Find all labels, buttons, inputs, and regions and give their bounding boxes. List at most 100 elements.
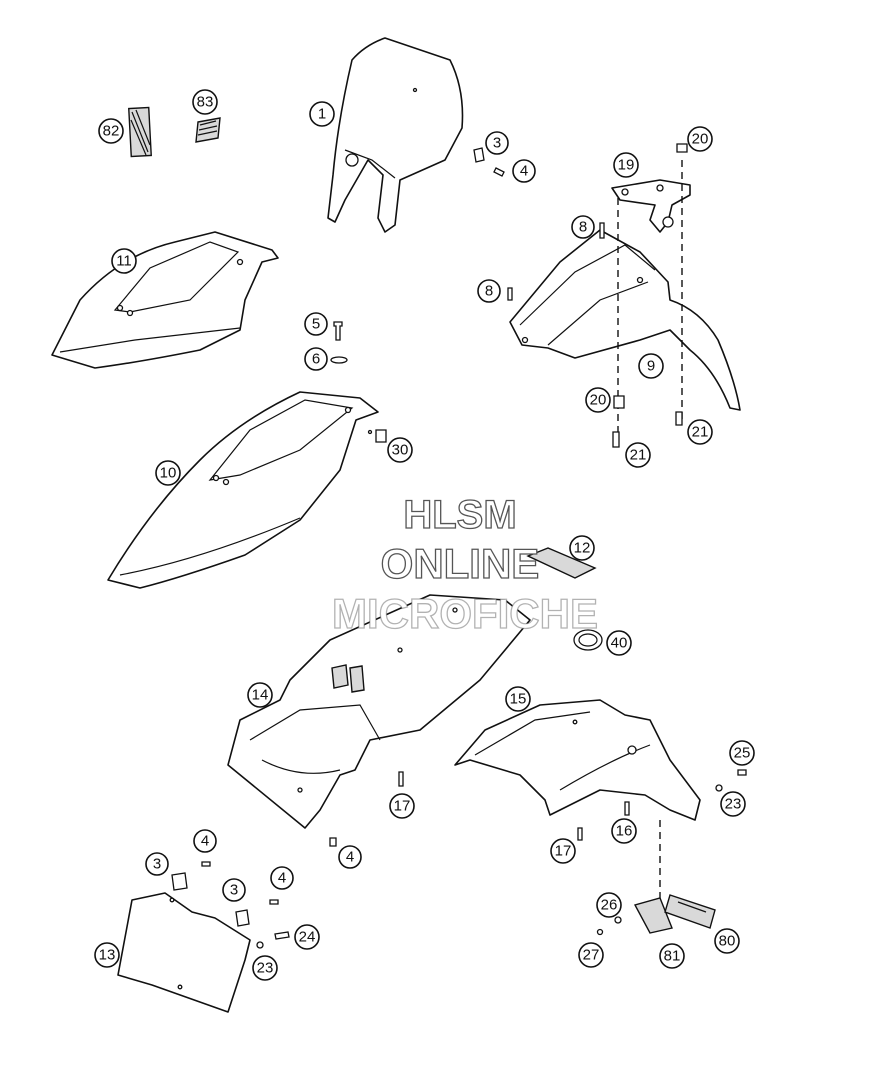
svg-text:1: 1 [318, 106, 326, 123]
part-bolt-24 [274, 931, 290, 940]
svg-text:25: 25 [734, 745, 751, 762]
part-bolt-21-right [675, 411, 683, 426]
callout-4: 4 [270, 866, 294, 890]
svg-text:4: 4 [201, 833, 209, 850]
part-screw-8-a [599, 222, 605, 239]
svg-text:23: 23 [257, 960, 274, 977]
svg-text:17: 17 [394, 798, 411, 815]
callout-3: 3 [222, 878, 246, 902]
part-screw-4-mid [329, 837, 337, 847]
svg-text:27: 27 [583, 947, 600, 964]
callout-21: 21 [687, 419, 713, 445]
callout-15: 15 [505, 686, 531, 712]
callout-25: 25 [729, 740, 755, 766]
callout-13: 13 [94, 942, 120, 968]
part-nut-23-b [256, 941, 264, 949]
svg-text:8: 8 [485, 283, 493, 300]
callout-3: 3 [145, 852, 169, 876]
svg-text:26: 26 [601, 897, 618, 914]
svg-text:20: 20 [692, 131, 709, 148]
callout-3: 3 [485, 131, 509, 155]
svg-text:24: 24 [299, 929, 316, 946]
svg-text:19: 19 [618, 157, 635, 174]
part-80-reflector [664, 894, 716, 929]
callout-12: 12 [569, 535, 595, 561]
callout-4: 4 [193, 829, 217, 853]
callout-8: 8 [571, 215, 595, 239]
part-screw-17-a [398, 771, 404, 787]
callout-19: 19 [613, 152, 639, 178]
callout-1: 1 [309, 101, 335, 127]
part-screw-4-left [201, 861, 211, 867]
svg-text:23: 23 [725, 796, 742, 813]
svg-text:40: 40 [611, 635, 628, 652]
svg-text:80: 80 [719, 933, 736, 950]
part-screw-8-b [507, 287, 513, 301]
part-nut-27 [596, 928, 604, 936]
callout-4: 4 [512, 159, 536, 183]
callout-16: 16 [611, 818, 637, 844]
part-40-grommet [573, 629, 603, 651]
part-10-shroud [107, 391, 379, 589]
callout-5: 5 [304, 312, 328, 336]
callout-27: 27 [578, 942, 604, 968]
callout-30: 30 [387, 437, 413, 463]
watermark: HLSM ONLINE MICROFICHE [331, 492, 598, 637]
part-bolt-21-left [612, 431, 620, 448]
svg-text:82: 82 [103, 123, 120, 140]
svg-text:20: 20 [590, 392, 607, 409]
callout-23: 23 [252, 955, 278, 981]
callout-8: 8 [477, 279, 501, 303]
part-screw-26 [614, 916, 622, 924]
svg-text:3: 3 [153, 856, 161, 873]
part-12-sticker [526, 547, 597, 579]
part-screw-17-b [577, 827, 583, 841]
part-headlight-mask [327, 37, 464, 233]
svg-text:81: 81 [664, 948, 681, 965]
watermark-line-3: MICROFICHE [332, 590, 598, 637]
callout-83: 83 [192, 89, 218, 115]
svg-text:12: 12 [574, 540, 591, 557]
part-9-front-fender [509, 229, 741, 411]
part-bushing-20-bottom [613, 395, 625, 409]
callout-24: 24 [294, 924, 320, 950]
svg-text:3: 3 [493, 135, 501, 152]
part-30-spacer [367, 429, 387, 443]
part-screw-4-right [269, 899, 279, 905]
callout-6: 6 [304, 347, 328, 371]
svg-text:21: 21 [692, 424, 709, 441]
part-clip-3-top [473, 147, 485, 163]
callout-40: 40 [606, 630, 632, 656]
part-reflector-82 [128, 106, 152, 158]
callout-17: 17 [550, 838, 576, 864]
callout-14: 14 [247, 682, 273, 708]
part-washer-6 [330, 356, 348, 364]
part-81-bracket [633, 897, 673, 934]
svg-text:13: 13 [99, 947, 116, 964]
svg-text:4: 4 [278, 870, 286, 887]
callout-9: 9 [638, 353, 664, 379]
part-clip-3-left [171, 872, 188, 891]
svg-text:17: 17 [555, 843, 572, 860]
callout-11: 11 [111, 248, 137, 274]
part-bolt-5 [333, 321, 343, 341]
svg-text:9: 9 [647, 358, 655, 375]
svg-text:3: 3 [230, 882, 238, 899]
part-nut-23-a [715, 784, 723, 792]
svg-text:14: 14 [252, 687, 269, 704]
svg-text:11: 11 [116, 253, 132, 270]
part-screw-16 [624, 801, 630, 816]
part-15-rear-fender [454, 699, 701, 821]
watermark-line-1: HLSM [403, 493, 516, 537]
part-13-number-plate [117, 892, 251, 1013]
part-reflector-83 [195, 117, 221, 143]
callout-21: 21 [625, 442, 651, 468]
svg-text:6: 6 [312, 351, 320, 368]
svg-text:8: 8 [579, 219, 587, 236]
svg-text:21: 21 [630, 447, 647, 464]
callout-20: 20 [585, 387, 611, 413]
svg-text:4: 4 [346, 849, 354, 866]
part-screw-4-top [493, 167, 505, 177]
part-14-rear-fender [227, 594, 531, 829]
